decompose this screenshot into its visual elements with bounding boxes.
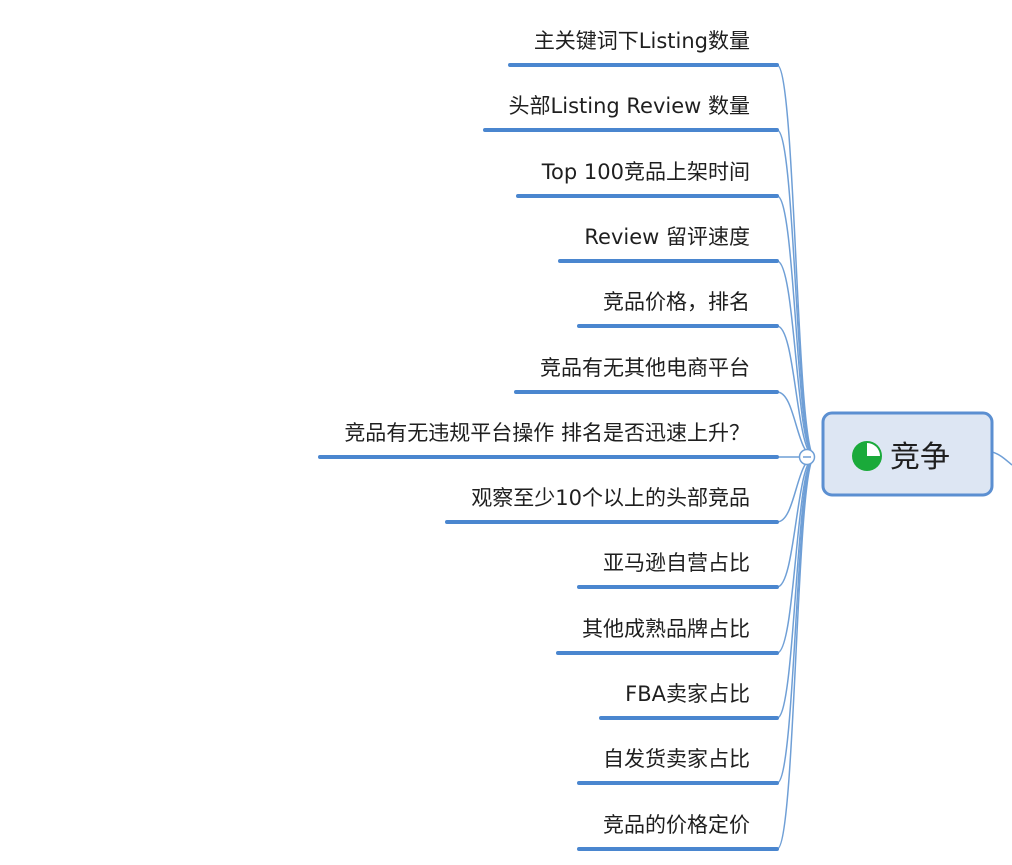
subtopic-label: 竞品的价格定价: [603, 813, 750, 837]
branch-connector: [776, 456, 816, 719]
subtopic-item[interactable]: 观察至少10个以上的头部竞品: [445, 486, 779, 524]
subtopic-item[interactable]: 头部Listing Review 数量: [483, 94, 779, 132]
central-topic-label: 竞争: [890, 440, 950, 475]
branch-connector: [776, 456, 816, 654]
subtopic-label: 头部Listing Review 数量: [509, 94, 750, 118]
subtopic-item[interactable]: 竞品价格，排名: [577, 290, 779, 328]
branch-connector: [776, 129, 816, 458]
right-branch-connector: [991, 451, 1012, 466]
branch-connector: [776, 456, 816, 850]
subtopic-item[interactable]: 其他成熟品牌占比: [556, 617, 779, 655]
subtopic-label: 自发货卖家占比: [603, 747, 750, 771]
subtopic-item[interactable]: 自发货卖家占比: [577, 747, 779, 785]
subtopic-label: 竞品有无其他电商平台: [540, 356, 750, 380]
subtopic-item[interactable]: Top 100竞品上架时间: [516, 160, 779, 198]
subtopic-label: 竞品有无违规平台操作 排名是否迅速上升？: [344, 421, 750, 445]
branch-connector: [776, 260, 816, 458]
branch-connector: [776, 195, 816, 458]
subtopic-label: 观察至少10个以上的头部竞品: [471, 486, 750, 510]
branch-connector: [776, 64, 816, 458]
subtopic-item[interactable]: FBA卖家占比: [599, 682, 779, 720]
subtopic-item[interactable]: Review 留评速度: [558, 225, 779, 263]
subtopic-label: 主关键词下Listing数量: [534, 29, 750, 53]
branch-connector: [776, 325, 816, 458]
subtopic-label: 其他成熟品牌占比: [582, 617, 750, 641]
central-topic[interactable]: 竞争: [821, 411, 994, 497]
progress-quarter-icon: [852, 441, 882, 471]
branch-connector: [776, 456, 816, 784]
subtopic-label: Review 留评速度: [584, 225, 750, 249]
central-topic-box: [821, 411, 994, 497]
subtopic-item[interactable]: 竞品有无其他电商平台: [514, 356, 779, 394]
subtopic-item[interactable]: 竞品的价格定价: [577, 813, 779, 851]
subtopic-label: 竞品价格，排名: [603, 290, 750, 314]
subtopic-label: FBA卖家占比: [625, 682, 750, 706]
subtopic-label: 亚马逊自营占比: [603, 551, 750, 575]
subtopic-item[interactable]: 主关键词下Listing数量: [508, 29, 779, 67]
branch-connector: [776, 456, 816, 588]
subtopic-label: Top 100竞品上架时间: [541, 160, 750, 184]
subtopic-item[interactable]: 亚马逊自营占比: [577, 551, 779, 589]
subtopic-item[interactable]: 竞品有无违规平台操作 排名是否迅速上升？: [318, 421, 779, 459]
